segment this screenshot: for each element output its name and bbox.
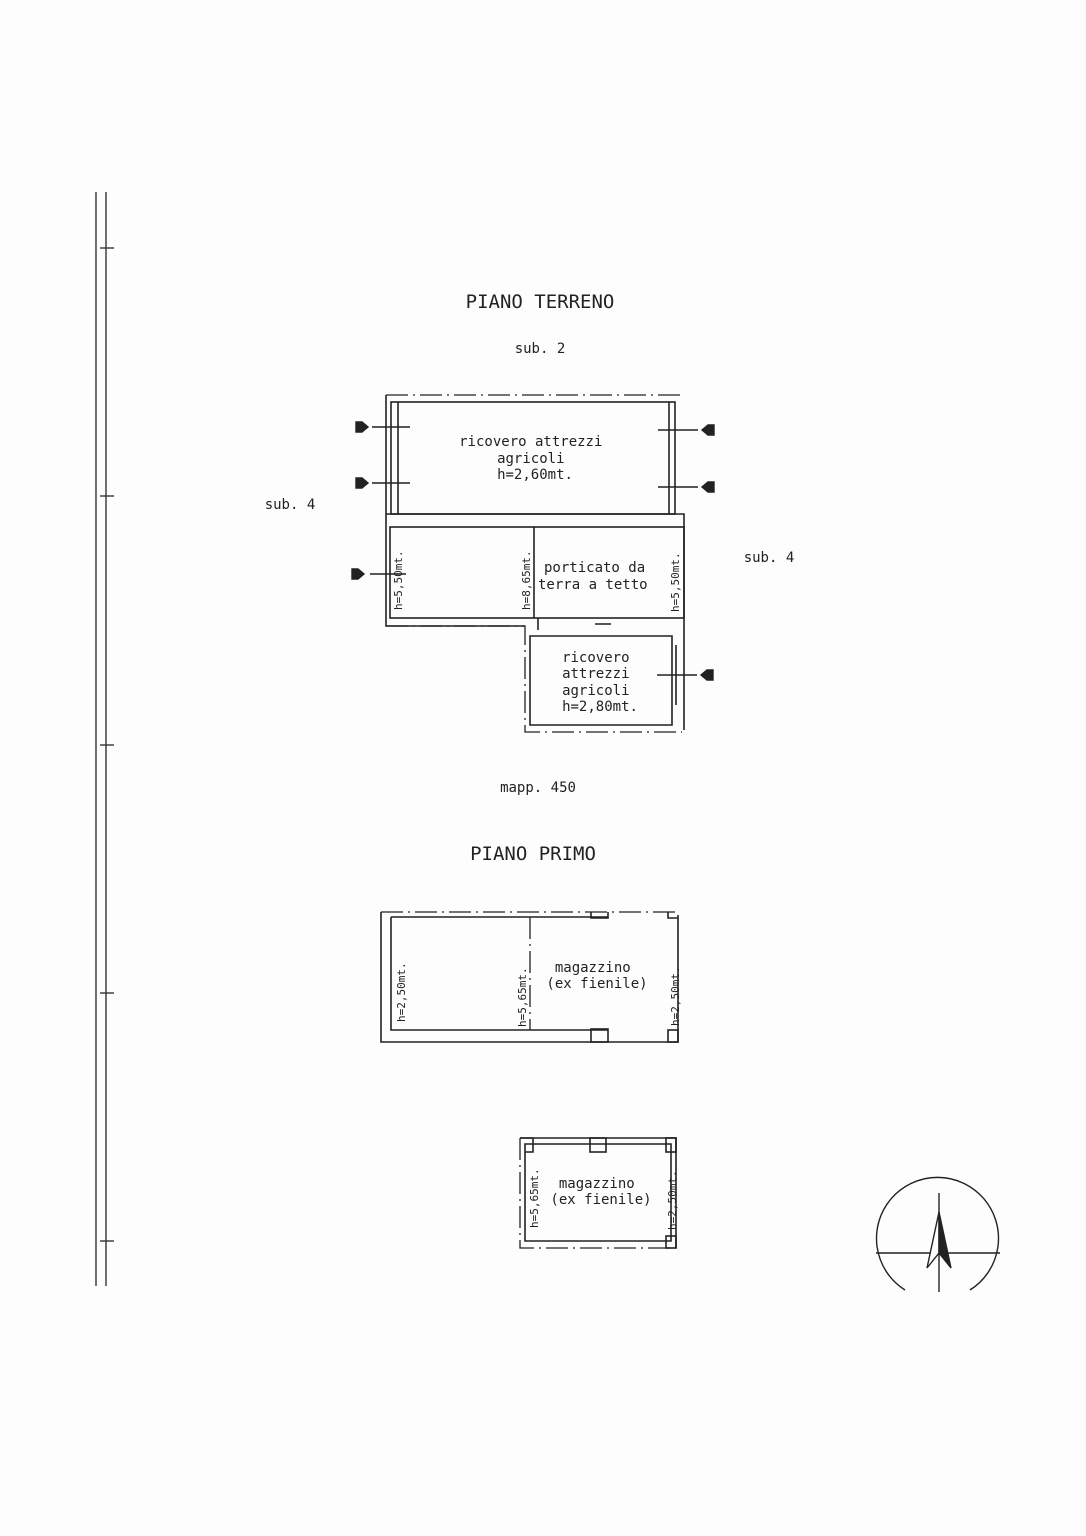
ff-room-label: magazzino (ex fienile) xyxy=(546,960,647,992)
parcel-label: mapp. 450 xyxy=(500,780,576,796)
ff-right-height-label: h=2,50mt. xyxy=(669,966,682,1026)
ff2-right-height-label: h=2,50mt. xyxy=(666,1170,679,1230)
left-height-label: h=5,50mt. xyxy=(392,550,405,610)
ground-floor-title: PIANO TERRENO xyxy=(466,291,615,313)
margin-lines xyxy=(95,192,114,1286)
ff-left-height-label: h=2,50mt. xyxy=(395,962,408,1022)
mid-height-label: h=8,65mt. xyxy=(520,550,533,610)
sub-top-label: sub. 2 xyxy=(515,341,566,357)
sub-left-label: sub. 4 xyxy=(265,497,316,513)
north-arrow-icon xyxy=(875,1176,1000,1292)
room1-label: ricovero attrezzi agricoli h=2,60mt. xyxy=(459,434,611,483)
ff2-room-label: magazzino (ex fienile) xyxy=(550,1176,651,1208)
porch-label: porticato da terra a tetto xyxy=(538,560,654,593)
sub-right-label: sub. 4 xyxy=(744,550,795,566)
ground-floor-plan xyxy=(351,394,715,733)
ff2-left-height-label: h=5,65mt. xyxy=(528,1168,541,1228)
ff-mid-height-label: h=5,65mt. xyxy=(516,967,529,1027)
first-floor-plan xyxy=(380,911,679,1043)
first-floor-title: PIANO PRIMO xyxy=(470,843,596,865)
right-height-label: h=5,50mt. xyxy=(669,552,682,612)
first-floor-plan-2 xyxy=(519,1137,677,1249)
room2-label: ricovero attrezzi agricoli h=2,80mt. xyxy=(562,650,638,715)
